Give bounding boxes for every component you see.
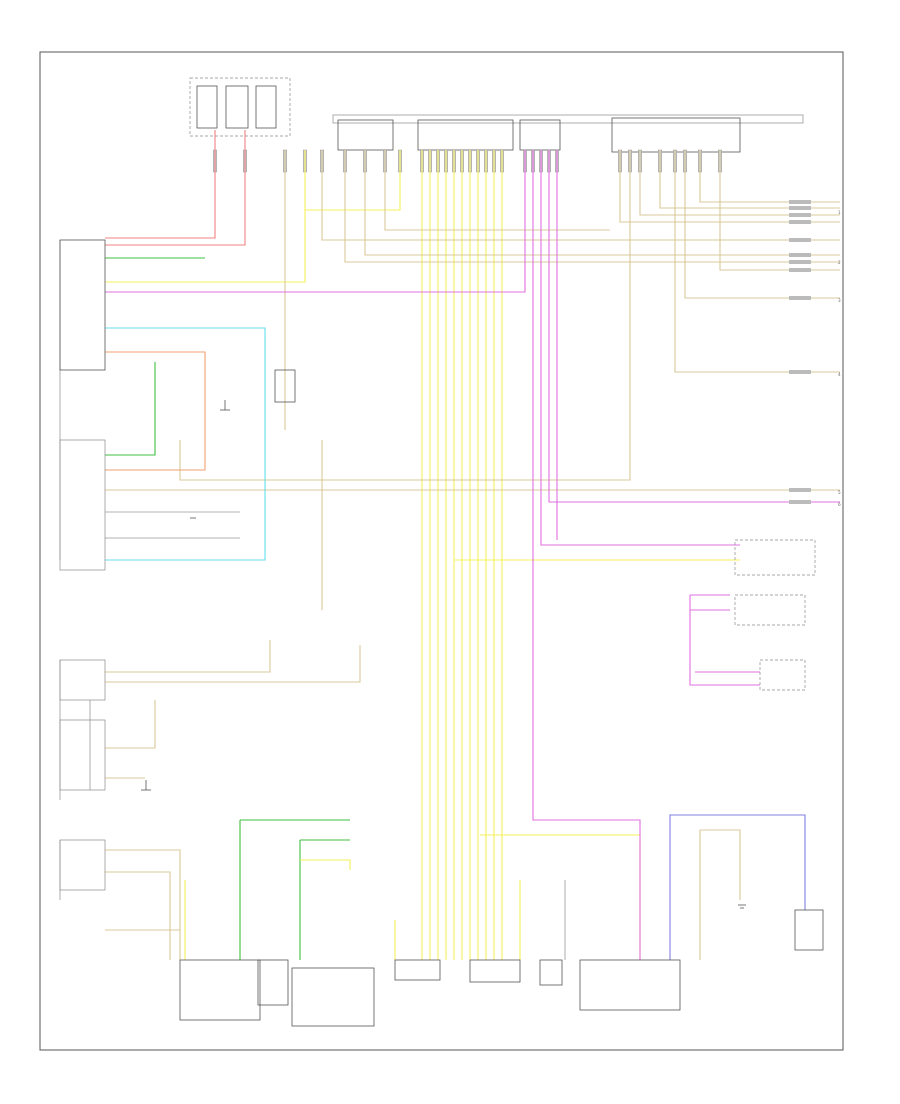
green-wires — [105, 257, 350, 960]
left-switch-boxes — [59, 239, 296, 891]
blue-wire — [669, 814, 806, 960]
right-edge-terminals — [789, 200, 811, 504]
magenta-wires — [105, 150, 840, 960]
svg-text:4: 4 — [838, 372, 841, 377]
gray-wires — [59, 240, 566, 960]
top-left-fuse-block — [189, 77, 291, 137]
orange-wires — [105, 351, 206, 471]
right-connector-frames — [734, 539, 816, 691]
svg-text:1: 1 — [838, 210, 841, 215]
diagram-border — [39, 51, 844, 1051]
red-wires — [105, 130, 246, 246]
cyan-wire — [105, 327, 266, 561]
svg-text:6: 6 — [838, 502, 841, 507]
tan-wires — [105, 150, 840, 960]
svg-text:2: 2 — [838, 260, 841, 265]
ground-symbols — [141, 400, 746, 909]
svg-text:3: 3 — [838, 298, 841, 303]
svg-text:5: 5 — [838, 490, 841, 495]
bottom-module-boxes — [179, 909, 824, 1027]
header-connector-strip — [332, 114, 804, 153]
top-connector-pins — [212, 149, 723, 173]
terminal-labels: 1 2 3 4 5 6 — [838, 210, 841, 507]
yellow-wires — [105, 150, 740, 960]
